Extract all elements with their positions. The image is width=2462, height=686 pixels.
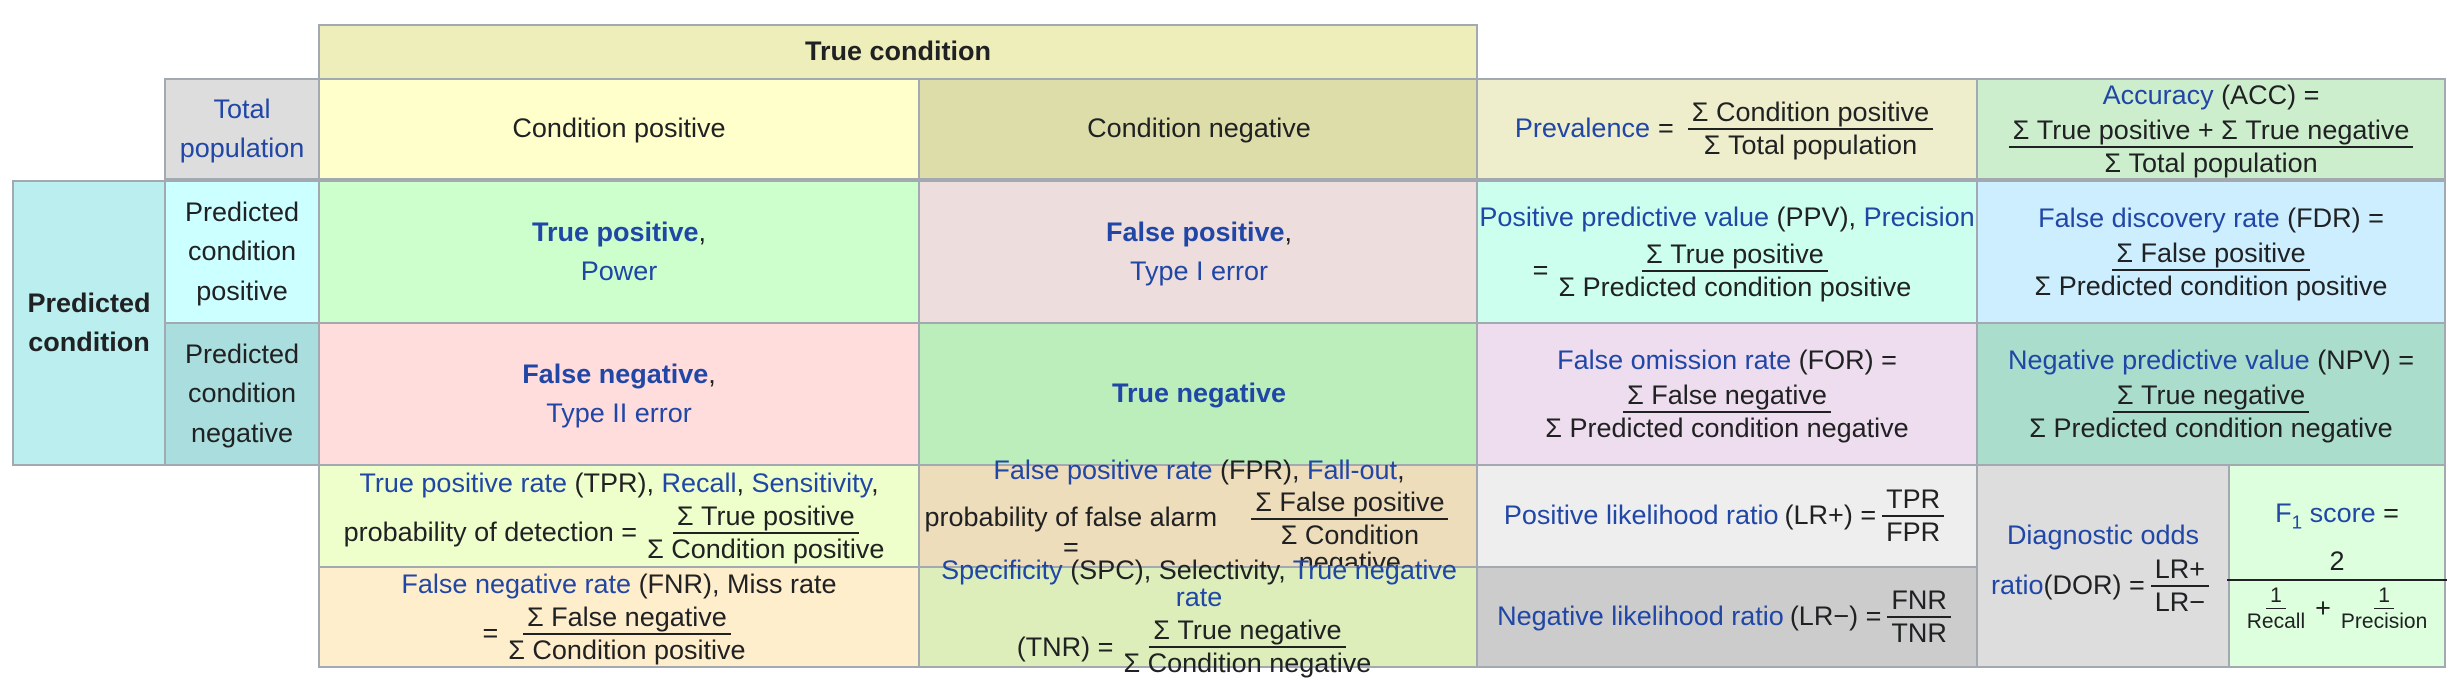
accuracy-fraction: Σ True positive + Σ True negative Σ Tota… — [2008, 116, 2414, 177]
prevalence-link[interactable]: Prevalence — [1514, 113, 1650, 144]
for-cell: False omission rate (FOR) = Σ False nega… — [1476, 322, 1978, 466]
accuracy-link[interactable]: Accuracy — [2102, 79, 2214, 110]
false-positive-cell: False positive, Type I error — [918, 180, 1480, 324]
f1-fraction: 2 1 Recall + 1 Precision — [2226, 547, 2448, 633]
f1-recall-fraction: 1 Recall — [2246, 583, 2306, 633]
true-condition-header: True condition — [318, 24, 1478, 80]
f1-score-cell: F1 score = 2 1 Recall + 1 Precision — [2226, 464, 2448, 668]
type-ii-error-link[interactable]: Type II error — [546, 398, 692, 428]
true-negative-cell: True negative — [918, 322, 1480, 466]
fnr-link[interactable]: False negative rate — [401, 568, 632, 599]
predicted-condition-negative-cell: Predicted condition negative — [164, 322, 320, 466]
positive-likelihood-ratio-cell: Positive likelihood ratio (LR+) = TPR FP… — [1476, 464, 1978, 568]
true-positive-link[interactable]: True positive — [531, 216, 699, 247]
sensitivity-link[interactable]: Sensitivity — [751, 468, 872, 499]
f1-score-link[interactable]: F1 score — [2275, 498, 2376, 534]
predicted-condition-positive-cell: Predicted condition positive — [164, 180, 320, 324]
fpr-cell: False positive rate (FPR), Fall-out, pro… — [918, 455, 1480, 576]
precision-link[interactable]: Precision — [1863, 202, 1975, 233]
tpr-link[interactable]: True positive rate — [359, 468, 567, 499]
npv-cell: Negative predictive value (NPV) = Σ True… — [1976, 322, 2446, 466]
accuracy-cell: Accuracy (ACC) = Σ True positive + Σ Tru… — [1976, 78, 2446, 180]
dor-fraction: LR+ LR− — [2150, 555, 2210, 616]
dor-link[interactable]: Diagnostic odds — [2006, 520, 2200, 551]
for-link[interactable]: False omission rate — [1557, 344, 1792, 375]
fall-out-link[interactable]: Fall-out — [1307, 454, 1398, 485]
tpr-fraction: Σ True positive Σ Condition positive — [647, 500, 885, 564]
condition-negative-cell: Condition negative — [918, 78, 1480, 180]
prevalence-fraction: Σ Condition positive Σ Total population — [1687, 99, 1934, 159]
false-negative-cell: False negative, Type II error — [318, 322, 920, 466]
diagnostic-odds-ratio-cell: Diagnostic odds ratio (DOR) = LR+ LR− — [1976, 464, 2230, 668]
fnr-cell: False negative rate (FNR), Miss rate = Σ… — [318, 566, 920, 668]
false-negative-link[interactable]: False negative — [522, 358, 709, 389]
lr-plus-link[interactable]: Positive likelihood ratio — [1503, 500, 1779, 531]
recall-link[interactable]: Recall — [661, 468, 737, 499]
negative-likelihood-ratio-cell: Negative likelihood ratio (LR−) = FNR TN… — [1476, 566, 1978, 668]
lr-plus-fraction: TPR FPR — [1882, 486, 1945, 546]
true-positive-cell: True positive, Power — [318, 180, 920, 324]
specificity-cell: Specificity (SPC), Selectivity, True neg… — [918, 557, 1480, 677]
for-fraction: Σ False negative Σ Predicted condition n… — [1545, 379, 1909, 443]
false-positive-link[interactable]: False positive — [1105, 216, 1285, 247]
lr-minus-fraction: FNR TNR — [1887, 587, 1951, 647]
fnr-fraction: Σ False negative Σ Condition positive — [508, 601, 746, 665]
fdr-fraction: Σ False positive Σ Predicted condition p… — [2034, 237, 2388, 301]
specificity-link[interactable]: Specificity — [941, 555, 1063, 585]
fdr-link[interactable]: False discovery rate — [2038, 202, 2280, 233]
fdr-cell: False discovery rate (FDR) = Σ False pos… — [1976, 180, 2446, 324]
true-negative-link[interactable]: True negative — [1111, 378, 1287, 409]
fpr-fraction: Σ False positive Σ Condition negative — [1228, 489, 1472, 576]
tpr-cell: True positive rate (TPR), Recall, Sensit… — [318, 464, 920, 568]
type-i-error-link[interactable]: Type I error — [1129, 256, 1269, 286]
prevalence-cell: Prevalence = Σ Condition positive Σ Tota… — [1476, 78, 1978, 180]
tnr-link[interactable]: True negative rate — [1175, 555, 1457, 612]
power-link[interactable]: Power — [580, 256, 658, 286]
npv-fraction: Σ True negative Σ Predicted condition ne… — [2029, 379, 2393, 443]
npv-link[interactable]: Negative predictive value — [2008, 344, 2310, 375]
ppv-link[interactable]: Positive predictive value — [1479, 202, 1770, 233]
predicted-condition-header: Predicted condition — [12, 180, 166, 466]
fpr-link[interactable]: False positive rate — [993, 454, 1213, 485]
condition-positive-cell: Condition positive — [318, 78, 920, 180]
lr-minus-link[interactable]: Negative likelihood ratio — [1497, 601, 1784, 632]
dor-link-2[interactable]: ratio — [1990, 569, 2044, 600]
spc-fraction: Σ True negative Σ Condition negative — [1123, 615, 1372, 678]
f1-precision-fraction: 1 Precision — [2340, 583, 2428, 633]
ppv-fraction: Σ True positive Σ Predicted condition po… — [1558, 238, 1912, 302]
total-population-cell[interactable]: Total population — [164, 78, 320, 180]
ppv-cell: Positive predictive value (PPV), Precisi… — [1476, 180, 1978, 324]
